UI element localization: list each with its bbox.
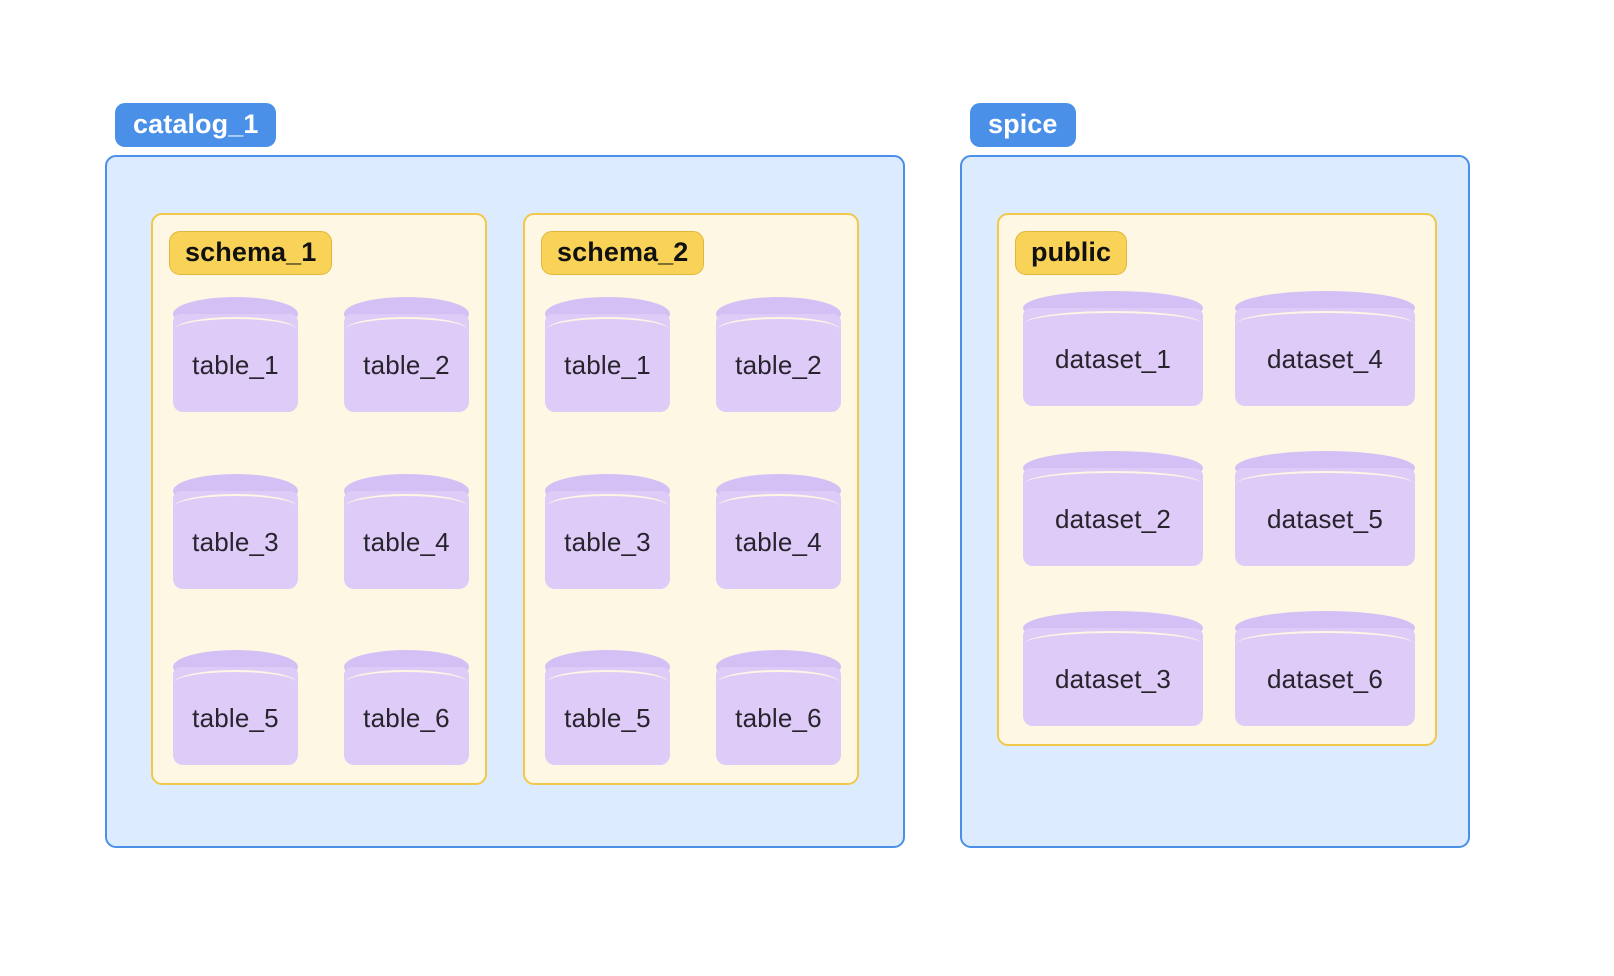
cylinder-label: table_6 xyxy=(363,703,450,733)
cylinder-label: table_4 xyxy=(363,526,450,557)
cylinder-body-icon xyxy=(545,667,670,765)
catalog-badge-icon[interactable]: catalog_1 xyxy=(115,103,277,148)
cylinder-body-icon xyxy=(344,490,469,589)
cylinder-label: table_5 xyxy=(192,703,279,733)
cylinder-body-icon xyxy=(173,490,298,589)
cylinder-body-icon xyxy=(545,490,670,589)
database-cylinder[interactable]: table_5 xyxy=(545,650,670,765)
database-cylinder[interactable]: table_4 xyxy=(716,473,841,589)
cylinder-body-icon xyxy=(716,667,841,765)
cylinder-body-icon xyxy=(1235,468,1415,566)
object-grid-public: dataset_1 dataset_4 dataset_2 xyxy=(1023,291,1415,726)
cylinder-body-icon xyxy=(1235,308,1415,406)
catalog-body-spice: public dataset_1 dataset_4 xyxy=(960,155,1470,848)
database-cylinder[interactable]: table_1 xyxy=(545,297,670,412)
database-cylinder[interactable]: table_1 xyxy=(173,297,298,412)
cylinder-label: table_4 xyxy=(735,526,822,557)
database-cylinder[interactable]: table_5 xyxy=(173,650,298,765)
database-cylinder[interactable]: table_2 xyxy=(344,297,469,412)
cylinder-label: table_1 xyxy=(192,350,279,380)
cylinder-label: table_3 xyxy=(192,526,279,557)
cylinder-label: table_5 xyxy=(564,703,651,733)
cylinder-body-icon xyxy=(716,490,841,589)
cylinder-body-icon xyxy=(1235,628,1415,726)
cylinder-body-icon xyxy=(1023,308,1203,406)
cylinder-label: table_2 xyxy=(735,350,822,380)
cylinder-body-icon xyxy=(1023,468,1203,566)
database-cylinder[interactable]: dataset_4 xyxy=(1235,291,1415,406)
database-cylinder[interactable]: dataset_3 xyxy=(1023,611,1203,726)
cylinder-body-icon xyxy=(344,667,469,765)
cylinder-label: dataset_3 xyxy=(1054,664,1171,694)
cylinder-label: table_2 xyxy=(363,350,450,380)
cylinder-label: dataset_2 xyxy=(1054,504,1171,534)
database-cylinder[interactable]: table_6 xyxy=(716,650,841,765)
database-cylinder[interactable]: dataset_5 xyxy=(1235,451,1415,566)
schema-card-public: public dataset_1 dataset_4 xyxy=(997,213,1437,746)
schema-card-schema_1: schema_1 table_1 table_2 xyxy=(151,213,487,785)
cylinder-label: dataset_6 xyxy=(1266,664,1383,694)
database-cylinder[interactable]: table_3 xyxy=(173,473,298,589)
catalog-body-catalog_1: schema_1 table_1 table_2 xyxy=(105,155,905,848)
cylinder-body-icon xyxy=(716,314,841,412)
schema-badge-icon[interactable]: schema_2 xyxy=(541,231,705,276)
cylinder-label: table_3 xyxy=(564,526,651,557)
cylinder-body-icon xyxy=(344,314,469,412)
schema-badge-icon[interactable]: public xyxy=(1015,231,1128,276)
cylinder-body-icon xyxy=(173,667,298,765)
cylinder-body-icon xyxy=(173,314,298,412)
database-cylinder[interactable]: table_6 xyxy=(344,650,469,765)
schema-card-schema_2: schema_2 table_1 table_2 xyxy=(523,213,859,785)
database-cylinder[interactable]: table_4 xyxy=(344,473,469,589)
object-grid-schema_2: table_1 table_2 table_3 xyxy=(545,297,841,765)
catalog-group-catalog_1: catalog_1 schema_1 table_1 xyxy=(105,103,905,848)
database-cylinder[interactable]: dataset_2 xyxy=(1023,451,1203,566)
cylinder-body-icon xyxy=(545,314,670,412)
cylinder-label: dataset_5 xyxy=(1266,504,1383,534)
schema-badge-icon[interactable]: schema_1 xyxy=(169,231,333,276)
cylinder-label: table_1 xyxy=(564,350,651,380)
cylinder-label: dataset_4 xyxy=(1266,344,1383,374)
catalog-group-spice: spice public dataset_1 d xyxy=(960,103,1470,848)
database-cylinder[interactable]: dataset_6 xyxy=(1235,611,1415,726)
database-cylinder[interactable]: table_3 xyxy=(545,473,670,589)
cylinder-label: table_6 xyxy=(735,703,822,733)
object-grid-schema_1: table_1 table_2 table_3 xyxy=(173,297,469,765)
database-cylinder[interactable]: dataset_1 xyxy=(1023,291,1203,406)
database-cylinder[interactable]: table_2 xyxy=(716,297,841,412)
cylinder-label: dataset_1 xyxy=(1054,344,1171,374)
catalog-badge-icon[interactable]: spice xyxy=(970,103,1076,148)
cylinder-body-icon xyxy=(1023,628,1203,726)
